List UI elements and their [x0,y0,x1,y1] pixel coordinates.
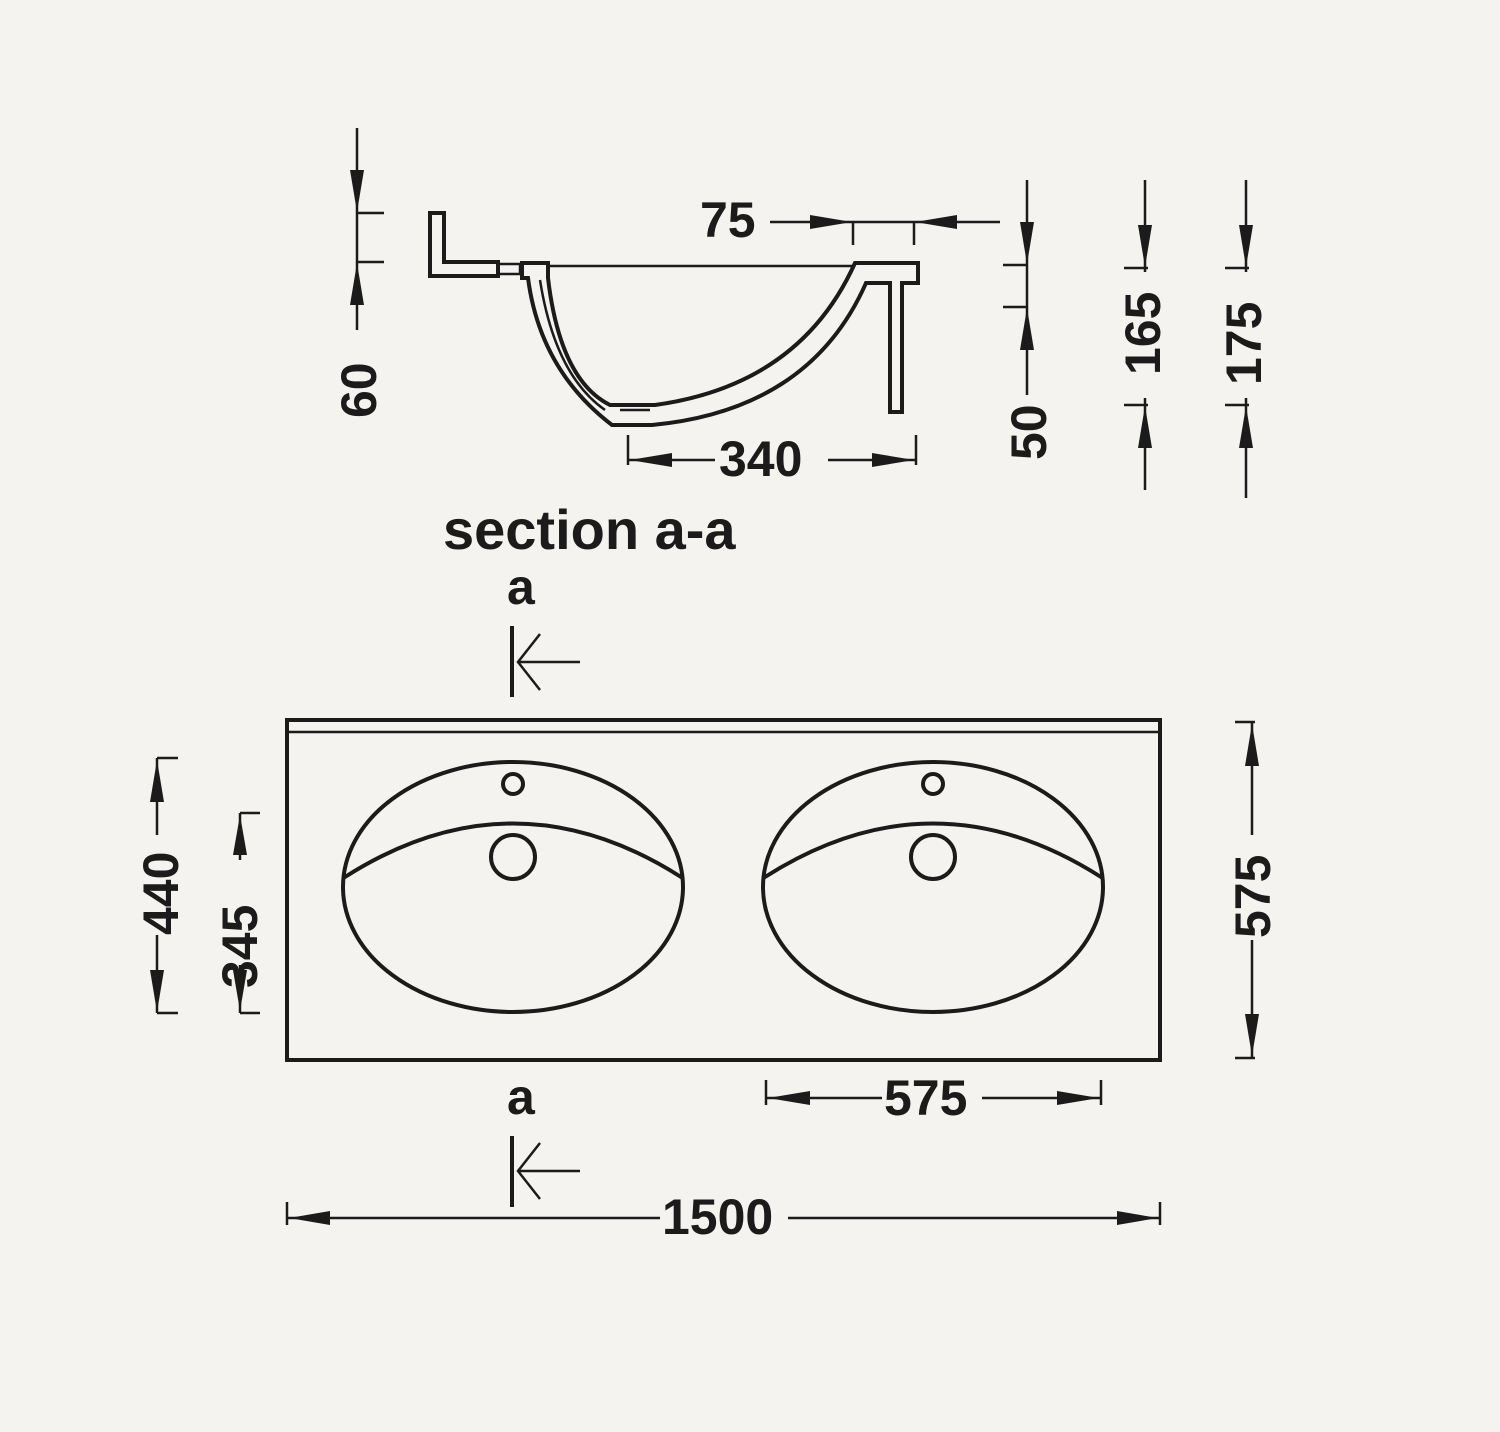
section-bowl-outer [520,261,920,427]
basin-left [341,760,685,1014]
drain-right-icon [909,833,957,881]
dim-lip-height-label: 60 [331,362,387,418]
section-title: section a-a [443,498,736,561]
dim-overall-depth-label: 575 [1225,855,1281,938]
tap-hole-left [501,772,525,796]
dim-wall-height: 50 [1001,180,1057,460]
dim-overall-width-label: 1500 [662,1189,773,1245]
section-seal [496,262,522,276]
section-marker-top: a [507,559,580,697]
dim-bowl-width-label: 575 [884,1070,967,1126]
dim-depth-inner-label: 165 [1115,292,1171,375]
dim-bowl-outer-depth-label: 440 [133,852,189,935]
dim-rim-offset-label: 75 [700,192,756,248]
dim-depth-outer-label: 175 [1216,302,1272,385]
section-left-bracket [428,211,500,278]
section-marker-top-label: a [507,559,536,615]
dim-bowl-inner-depth: 345 [212,811,268,1015]
dim-bowl-depth: 340 [626,431,918,487]
drain-left-icon [489,833,537,881]
section-view: 60 75 340 50 [331,128,1272,561]
dim-rim-offset: 75 [700,192,1000,248]
dim-overall-depth: 575 [1225,720,1281,1060]
tap-hole-right [921,772,945,796]
dim-lip-height: 60 [331,128,387,418]
dim-wall-height-label: 50 [1001,404,1057,460]
dim-overall-width: 1500 [285,1189,1162,1245]
section-marker-bottom-label: a [507,1069,536,1125]
basin-right [761,760,1105,1014]
section-marker-bottom: a [507,1069,580,1207]
countertop-outline [285,718,1162,1062]
dim-depth-inner: 165 [1115,180,1171,490]
section-bowl-inner [538,279,606,412]
dim-bowl-outer-depth: 440 [133,756,189,1015]
dim-depth-outer: 175 [1216,180,1272,498]
plan-view: a 440 [133,559,1281,1245]
dim-bowl-inner-depth-label: 345 [212,905,268,988]
dim-bowl-depth-label: 340 [719,431,802,487]
dim-bowl-width: 575 [764,1070,1103,1126]
